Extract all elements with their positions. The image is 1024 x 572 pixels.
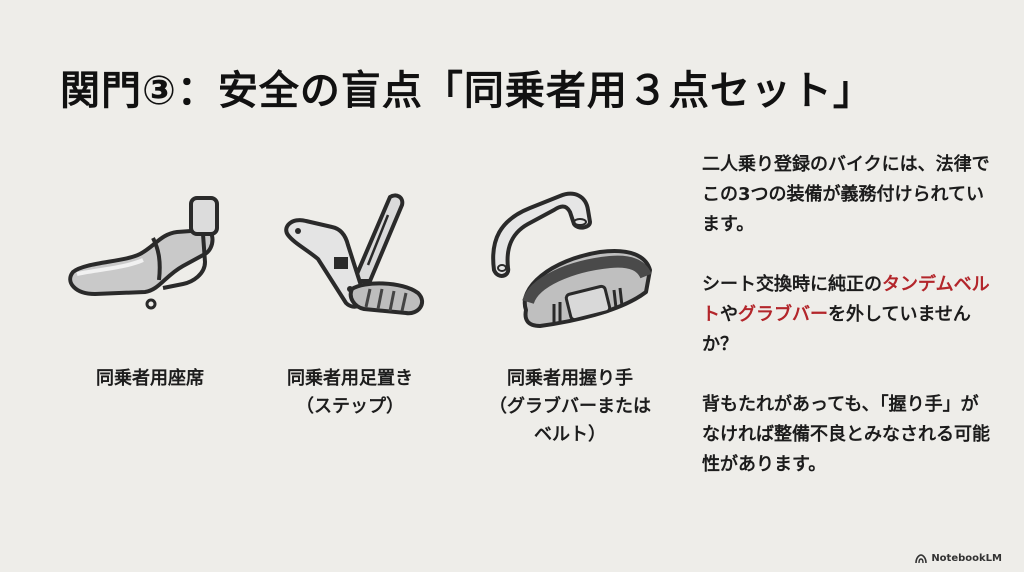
explanation-paragraph-1: 二人乗り登録のバイクには、法律でこの3つの装備が義務付けられています。 (702, 154, 990, 235)
explanation-paragraph-2: シート交換時に純正のタンデムベルトやグラブバーを外していませんか？ (702, 270, 992, 360)
equipment-label: 同乗者用足置き （ステップ） (287, 368, 413, 417)
equipment-list: 同乗者用座席 同乗者用足置き （ステップ） (40, 180, 680, 460)
text-span: や (720, 304, 738, 325)
explanation-paragraph-3: 背もたれがあっても、「握り手」がなければ整備不良とみなされる可能性があります。 (702, 394, 990, 475)
highlight-grab-bar: グラブバー (738, 304, 828, 325)
grab-bar-belt-icon (470, 180, 680, 340)
passenger-seat-icon (65, 190, 235, 320)
explanation-panel: 二人乗り登録のバイクには、法律でこの3つの装備が義務付けられています。 シート交… (702, 150, 992, 510)
text-span: を外していませんか？ (702, 304, 971, 355)
brand-watermark: NotebookLM (915, 553, 1002, 564)
slide-title: 関門③：安全の盲点「同乗者用３点セット」 (60, 68, 874, 114)
text-span: シート交換時に純正の (702, 274, 882, 295)
footrest-step-icon (272, 185, 432, 335)
equipment-label: 同乗者用座席 (96, 368, 204, 389)
notebooklm-logo-icon (915, 553, 928, 563)
brand-label: NotebookLM (931, 553, 1002, 564)
equipment-label: 同乗者用握り手 （グラブバーまたは ベルト） (489, 368, 651, 445)
highlight-tandem-belt: タンデムベルト (702, 274, 990, 325)
